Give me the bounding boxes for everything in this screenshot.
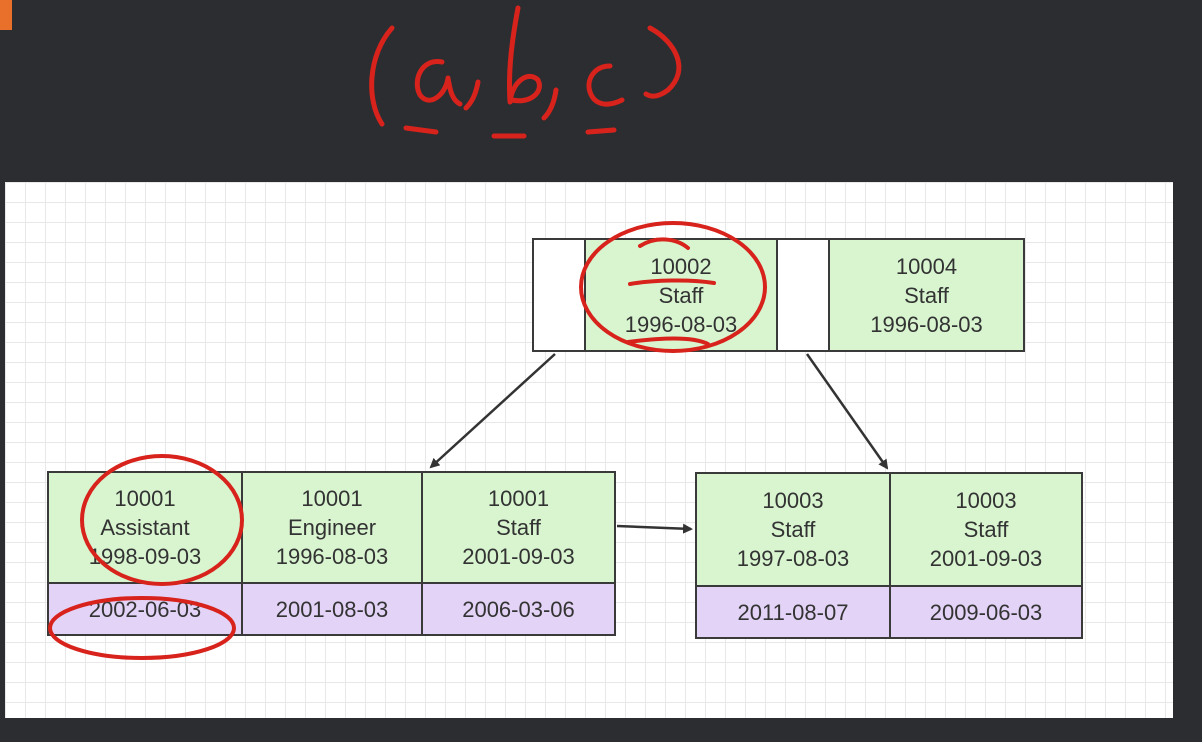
- key-date: 2001-09-03: [462, 544, 575, 569]
- leaf-value-cell: 2009-06-03: [889, 585, 1083, 639]
- leaf-key-cell: 10003 Staff 2001-09-03: [889, 472, 1083, 587]
- value-date: 2011-08-07: [737, 599, 849, 625]
- leaf-value-cell: 2011-08-07: [695, 585, 891, 639]
- key-title: Assistant: [100, 515, 190, 540]
- leaf-value-cell: 2001-08-03: [241, 582, 423, 636]
- leaf-key-cell: 10001 Staff 2001-09-03: [421, 471, 616, 584]
- orange-tab-marker: [0, 0, 12, 30]
- key-title: Engineer: [287, 515, 377, 540]
- key-id: 10001: [487, 486, 550, 511]
- value-date: 2001-08-03: [275, 596, 389, 622]
- diagram-canvas: 10002 Staff 1996-08-03 10004 Staff 1996-…: [5, 182, 1173, 718]
- arrow-leaf-sibling-link: [616, 523, 693, 534]
- root-key-cell: 10004 Staff 1996-08-03: [828, 238, 1025, 352]
- root-pointer-cell: [776, 238, 830, 352]
- leaf-value-cell: 2002-06-03: [47, 582, 243, 636]
- value-date: 2006-03-06: [462, 596, 575, 622]
- key-date: 1997-08-03: [736, 546, 850, 571]
- key-id: 10001: [114, 486, 176, 511]
- leaf-key-cell: 10001 Engineer 1996-08-03: [241, 471, 423, 584]
- key-date: 1998-09-03: [88, 544, 202, 569]
- leaf-key-cell: 10003 Staff 1997-08-03: [695, 472, 891, 587]
- key-title: Staff: [904, 282, 949, 308]
- key-id: 10003: [762, 488, 824, 513]
- value-date: 2002-06-03: [88, 596, 202, 622]
- key-date: 1996-08-03: [870, 311, 983, 337]
- leaf-value-cell: 2006-03-06: [421, 582, 616, 636]
- key-date: 2001-09-03: [929, 546, 1043, 571]
- handwritten-tuple-abc: [369, 5, 682, 139]
- root-pointer-cell: [532, 238, 586, 352]
- key-title: Staff: [496, 515, 541, 540]
- arrow-root-to-left-leaf: [429, 353, 556, 469]
- key-id: 10004: [895, 253, 958, 279]
- key-title: Staff: [770, 517, 816, 542]
- value-date: 2009-06-03: [929, 599, 1043, 625]
- root-key-cell: 10002 Staff 1996-08-03: [584, 238, 778, 352]
- key-title: Staff: [963, 517, 1009, 542]
- arrow-root-to-right-leaf: [805, 353, 889, 470]
- key-id: 10003: [955, 488, 1017, 513]
- leaf-key-cell: 10001 Assistant 1998-09-03: [47, 471, 243, 584]
- key-id: 10001: [301, 486, 363, 511]
- key-id: 10002: [650, 253, 712, 279]
- key-date: 1996-08-03: [624, 311, 738, 337]
- key-date: 1996-08-03: [275, 544, 389, 569]
- key-title: Staff: [658, 282, 704, 308]
